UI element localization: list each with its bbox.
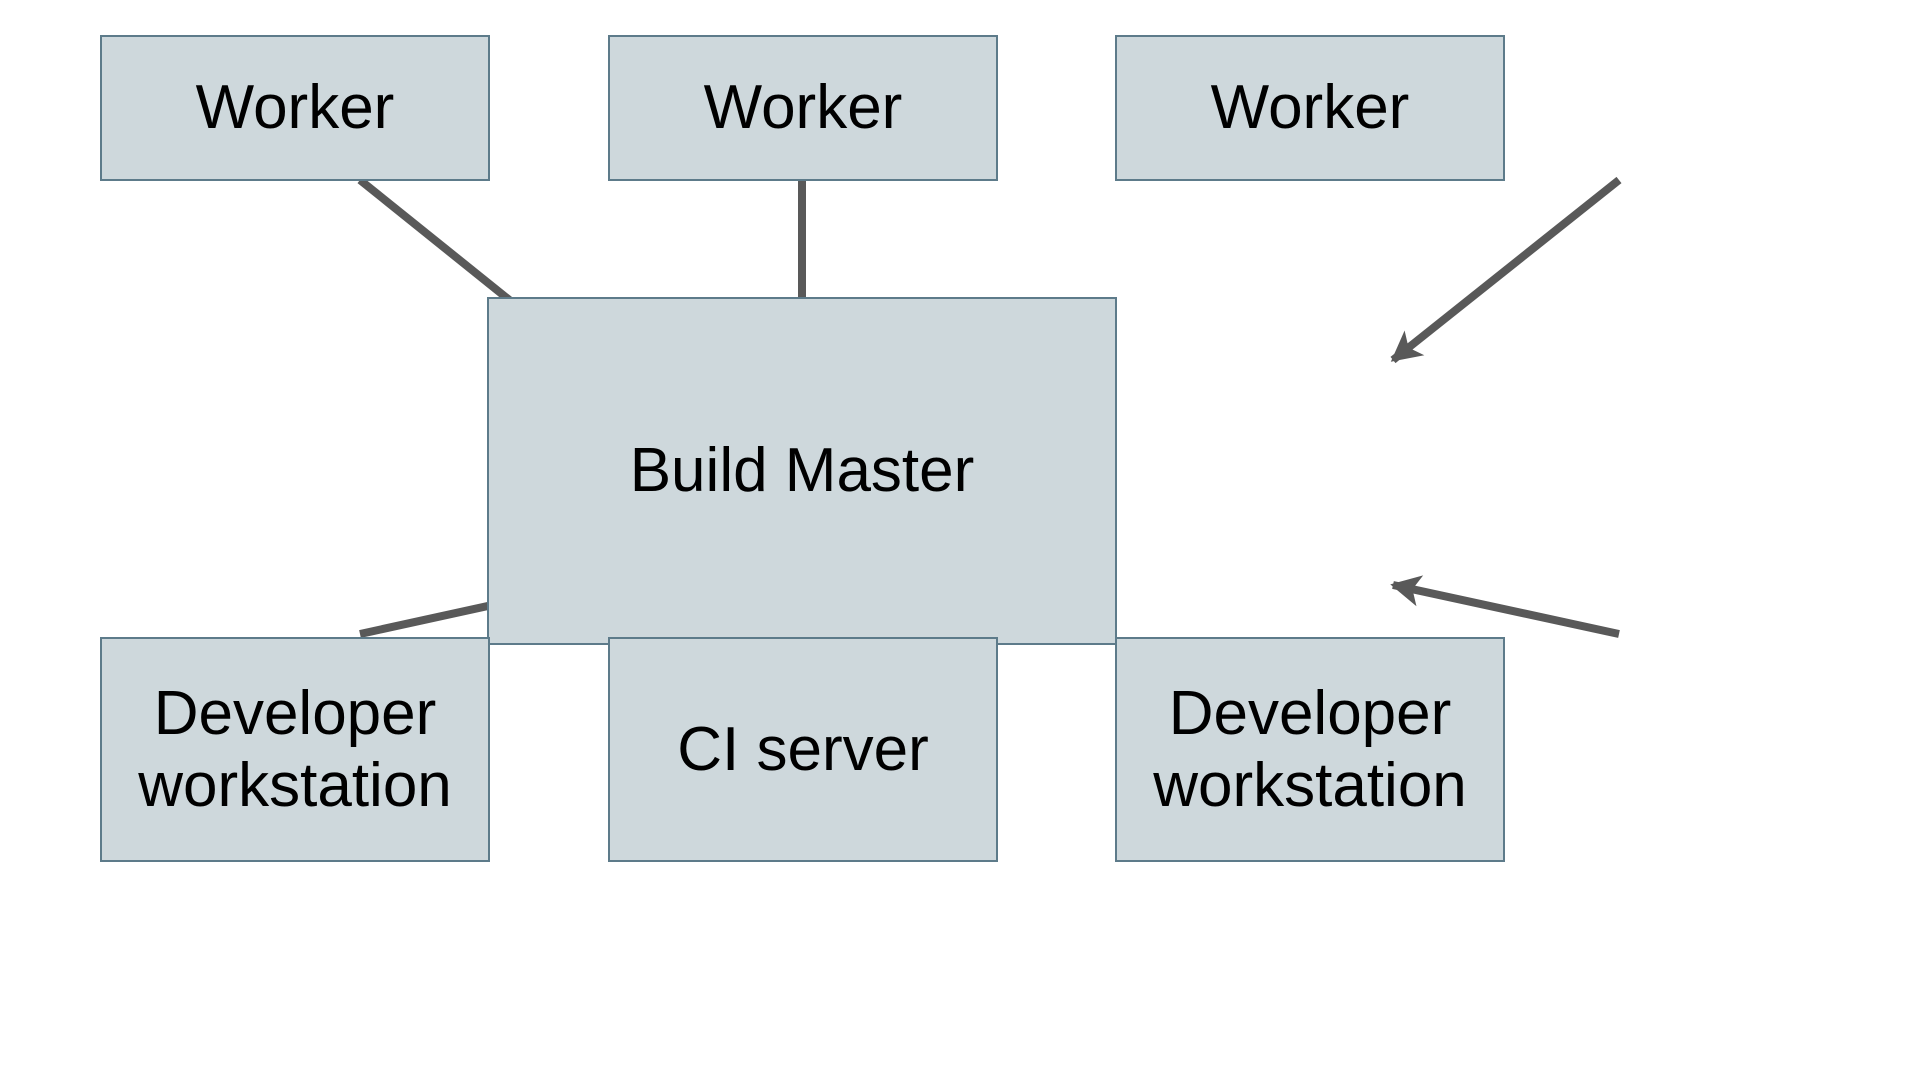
node-build-master-label: Build Master (629, 436, 975, 506)
node-developer-workstation-right[interactable]: Developer workstation (1115, 637, 1505, 862)
node-developer-workstation-left[interactable]: Developer workstation (100, 637, 490, 862)
node-worker-2[interactable]: Worker (608, 35, 998, 181)
node-ci-server-label: CI server (677, 714, 929, 784)
node-worker-3[interactable]: Worker (1115, 35, 1505, 181)
node-worker-1-label: Worker (195, 73, 395, 143)
node-developer-workstation-right-label: Developer workstation (1153, 678, 1467, 820)
node-worker-1[interactable]: Worker (100, 35, 490, 181)
node-developer-workstation-left-label: Developer workstation (138, 678, 452, 820)
node-ci-server[interactable]: CI server (608, 637, 998, 862)
node-worker-3-label: Worker (1210, 73, 1410, 143)
edge-dev-right-to-build-master (1390, 575, 1620, 638)
edge-worker3-to-build-master (1390, 176, 1622, 364)
node-build-master[interactable]: Build Master (487, 297, 1117, 645)
node-worker-2-label: Worker (703, 73, 903, 143)
